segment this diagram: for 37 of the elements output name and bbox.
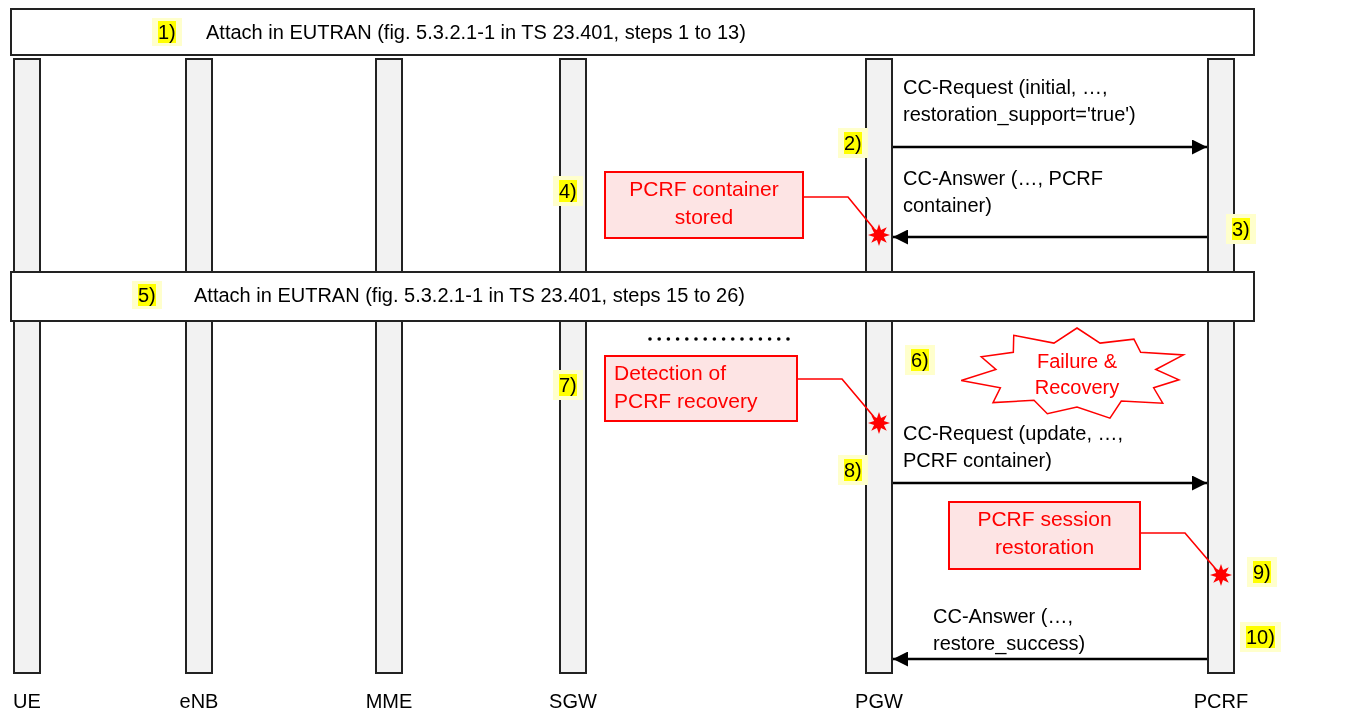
leader-line — [803, 196, 875, 230]
burst-label: Failure & Recovery — [1033, 349, 1121, 400]
callout-box: Detection of PCRF recovery — [604, 355, 798, 422]
banner-title: Attach in EUTRAN (fig. 5.3.2.1-1 in TS 23.401, steps 1 to 13) — [206, 20, 746, 44]
star-marker — [1210, 564, 1232, 586]
lifeline-label: UE — [12, 690, 42, 713]
lifeline-label: PCRF — [1192, 690, 1250, 713]
star-marker — [868, 412, 890, 434]
leader-line — [797, 378, 875, 418]
star-marker — [868, 224, 890, 246]
lifeline-label: SGW — [548, 690, 598, 713]
step-number: 7) — [553, 370, 583, 400]
lifeline-label: PGW — [854, 690, 904, 713]
step-banner — [10, 8, 1255, 56]
step-number: 10) — [1240, 622, 1281, 652]
step-number: 8) — [838, 455, 868, 485]
step-number: 2) — [838, 128, 868, 158]
leader-line — [1140, 532, 1217, 570]
lifeline-label: eNB — [178, 690, 220, 713]
message-arrow — [893, 475, 1207, 491]
step-number: 3) — [1226, 214, 1256, 244]
message-arrow — [893, 229, 1207, 245]
banner-title: Attach in EUTRAN (fig. 5.3.2.1-1 in TS 23.401, steps 15 to 26) — [194, 283, 746, 307]
lifeline-bar — [865, 58, 893, 674]
step-number: 4) — [553, 176, 583, 206]
lifeline-bar — [1207, 58, 1235, 674]
message-arrow — [893, 651, 1207, 667]
callout-box: PCRF container stored — [604, 171, 804, 239]
callout-box: PCRF session restoration — [948, 501, 1141, 570]
step-number: 9) — [1247, 557, 1277, 587]
step-number: 6) — [905, 345, 935, 375]
lifeline-label: MME — [364, 690, 414, 713]
step-number: 1) — [152, 18, 182, 46]
step-banner — [10, 271, 1255, 322]
lifeline-bar — [13, 58, 41, 674]
step-number: 5) — [132, 281, 162, 309]
message-arrow — [893, 139, 1207, 155]
